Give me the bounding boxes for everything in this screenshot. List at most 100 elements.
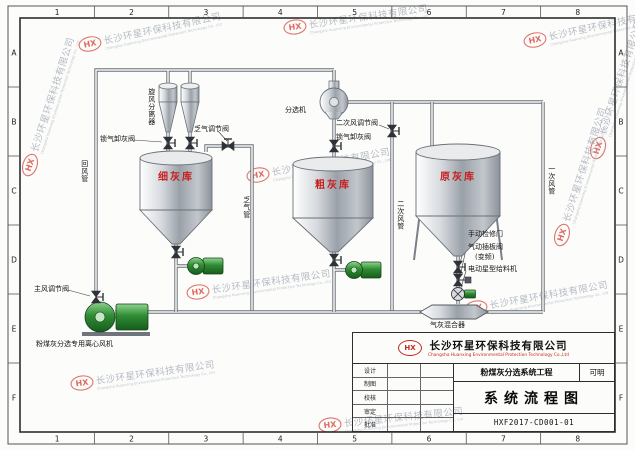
- label-spent-gas-pipe: 乏气管: [242, 196, 251, 219]
- equipment-layer: [82, 80, 503, 336]
- leader-lines: [67, 124, 467, 297]
- grid-label: 7: [501, 435, 506, 444]
- signature-table: 设计 制图 校核 审定 批准: [353, 364, 454, 431]
- coarse-silo-outlet-valve: [328, 253, 342, 267]
- company-name-group: 长沙环星环保科技有限公司 Changsha Huanxing Environme…: [428, 338, 569, 358]
- watermark-logo-ellipse: [553, 223, 571, 247]
- label-pneumatic-gate-valve-note: (变频): [475, 253, 495, 261]
- grid-label: 6: [427, 435, 432, 444]
- signature-row-label: 制图: [353, 377, 388, 391]
- label-raw-ash-silo: 原灰库: [440, 172, 476, 183]
- label-manual-access-door: 手动检修门: [468, 230, 503, 238]
- date-cell: [421, 418, 453, 431]
- signature-row: 制图: [353, 377, 453, 392]
- fine-silo-outlet-valve: [170, 245, 184, 259]
- coarse-silo-feeder-pump: [345, 261, 382, 279]
- lock-ash-valve-mid-symbol: [328, 139, 342, 153]
- grid-label: 2: [129, 8, 134, 17]
- grid-label: D: [618, 255, 624, 264]
- stage-mark: 可明: [579, 364, 614, 381]
- date-cell: [421, 391, 453, 404]
- watermark-company-cn: 长沙环星环保科技有限公司: [561, 106, 609, 224]
- grid-label: 3: [204, 435, 209, 444]
- label-gas-ash-mixer: 气灰混合器: [430, 321, 465, 329]
- watermark-company-cn: 长沙环星环保科技有限公司: [29, 36, 77, 154]
- watermark-logo-text: HX: [556, 227, 569, 243]
- grid-label: 1: [55, 8, 60, 17]
- grid-label: 4: [278, 435, 283, 444]
- label-fine-ash-silo: 细灰库: [158, 172, 194, 183]
- label-fan: 粉煤灰分选专用离心风机: [36, 340, 113, 348]
- grid-label: 5: [352, 435, 357, 444]
- grid-label: A: [618, 48, 624, 57]
- main-air-valve-symbol: [90, 290, 104, 304]
- label-pneumatic-gate-valve: 气动插板阀: [468, 243, 503, 251]
- grid-label: 5: [352, 8, 357, 17]
- signature-row-label: 审定: [353, 404, 388, 418]
- title-block-company-row: HX 长沙环星环保科技有限公司 Changsha Huanxing Enviro…: [353, 333, 614, 364]
- silo-legs: [413, 211, 503, 261]
- watermark-logo-ellipse: [21, 153, 39, 177]
- grid-label: C: [618, 186, 623, 195]
- grid-label: 4: [278, 8, 283, 17]
- coarse-silo-outlet-pipe: [332, 252, 352, 312]
- label-return-air-pipe: 回风管: [80, 160, 89, 183]
- company-name-cn: 长沙环星环保科技有限公司: [429, 340, 568, 352]
- fan-base: [82, 332, 150, 336]
- grid-label: D: [11, 255, 17, 264]
- leader-secondary-valve: [378, 124, 390, 130]
- watermark-logo-text: HX: [83, 38, 98, 50]
- title-block: HX 长沙环星环保科技有限公司 Changsha Huanxing Enviro…: [352, 332, 615, 432]
- lock-ash-valve-left-1: [162, 136, 176, 150]
- signature-row-label: 设计: [353, 364, 388, 377]
- grid-label: 3: [204, 8, 209, 17]
- label-spent-gas-valve: 乏气调节阀: [194, 125, 229, 133]
- watermark-logo-text: HX: [323, 420, 338, 430]
- date-cell: [421, 378, 453, 391]
- grid-label: 6: [427, 8, 432, 17]
- grid-label: C: [11, 186, 16, 195]
- leader-rotary-feeder: [459, 270, 467, 292]
- label-lock-ash-valve-left: 锁气卸灰阀: [100, 135, 135, 143]
- signature-row: 审定: [353, 404, 453, 419]
- label-coarse-ash-silo: 粗灰库: [315, 180, 351, 191]
- label-secondary-air-pipe: 二次风管: [396, 200, 405, 230]
- watermark-logo-ellipse: [78, 36, 102, 52]
- drawing-title: 系统流程图: [454, 382, 614, 414]
- raw-ash-silo: [413, 143, 503, 261]
- signature-row: 校核: [353, 391, 453, 405]
- watermark-logo-text: HX: [251, 169, 266, 180]
- date-cell: [421, 405, 453, 418]
- signature-row-label: 批准: [353, 418, 388, 431]
- fan-hub: [94, 311, 106, 323]
- lock-ash-valve-left-2: [184, 136, 198, 150]
- rotary-feeder-symbol: [451, 287, 476, 301]
- leader-main-valve: [67, 289, 91, 297]
- signature-cell: [388, 404, 421, 418]
- grid-label: F: [619, 393, 623, 402]
- fine-silo-feeder-pump: [187, 257, 224, 275]
- fine-ash-silo: [138, 150, 214, 245]
- gas-ash-mixer: [419, 304, 489, 320]
- signature-cell: [388, 377, 421, 391]
- signature-row: 设计: [353, 364, 453, 378]
- label-sorter: 分选机: [285, 106, 306, 114]
- grid-label: E: [619, 324, 624, 333]
- leader-lock-left: [133, 139, 163, 143]
- company-name-en: Changsha Huanxing Environmental Protecti…: [428, 353, 569, 358]
- secondary-air-valve-symbol: [386, 124, 400, 138]
- grid-label: B: [11, 117, 16, 126]
- grid-label: F: [12, 393, 16, 402]
- title-block-right: 粉煤灰分选系统工程 可明 系统流程图 HXF2017-CD001-01: [454, 364, 614, 431]
- project-name: 粉煤灰分选系统工程: [480, 368, 553, 377]
- watermark-logo-text: HX: [528, 34, 543, 46]
- sorter-machine: [319, 80, 349, 120]
- grid-label: A: [11, 48, 17, 57]
- label-secondary-air-valve: 二次风调节阀: [336, 119, 378, 127]
- label-cyclone-separator: 旋风分离器: [147, 88, 156, 126]
